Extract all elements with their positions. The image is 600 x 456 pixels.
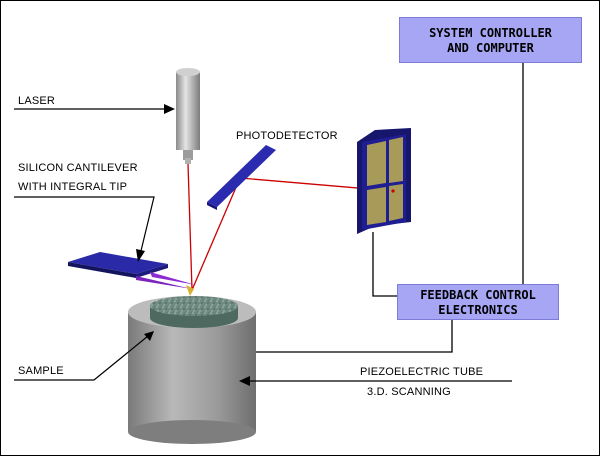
label-sample: SAMPLE [18, 365, 64, 377]
label-cantilever-line1: SILICON CANTILEVER [18, 162, 138, 174]
feedback-control-box: FEEDBACK CONTROL ELECTRONICS [397, 284, 559, 320]
cantilever [68, 252, 196, 296]
photodetector [357, 128, 411, 234]
signal-wiring [256, 62, 524, 353]
label-laser: LASER [18, 95, 56, 107]
label-cantilever-line2: WITH INTEGRAL TIP [18, 181, 128, 193]
arrow-piezo-icon [239, 376, 250, 386]
sample-disc [150, 296, 238, 328]
system-controller-box: SYSTEM CONTROLLER AND COMPUTER [399, 17, 582, 63]
controller-line1: SYSTEM CONTROLLER [429, 26, 552, 40]
feedback-line2: ELECTRONICS [438, 303, 518, 317]
leader-lines [14, 108, 512, 382]
feedback-line1: FEEDBACK CONTROL [420, 288, 536, 302]
mirror [207, 145, 276, 210]
arrow-sample-icon [144, 331, 154, 341]
arrow-heads [136, 104, 250, 386]
arrow-laser-icon [164, 104, 175, 114]
arrow-cantilever-icon [136, 249, 145, 262]
laser-source [176, 68, 200, 164]
label-piezo-line2: 3.D. SCANNING [367, 386, 451, 398]
label-piezo-line1: PIEZOELECTRIC TUBE [360, 366, 484, 378]
controller-line2: AND COMPUTER [447, 41, 534, 55]
label-photodetector: PHOTODETECTOR [236, 130, 338, 142]
